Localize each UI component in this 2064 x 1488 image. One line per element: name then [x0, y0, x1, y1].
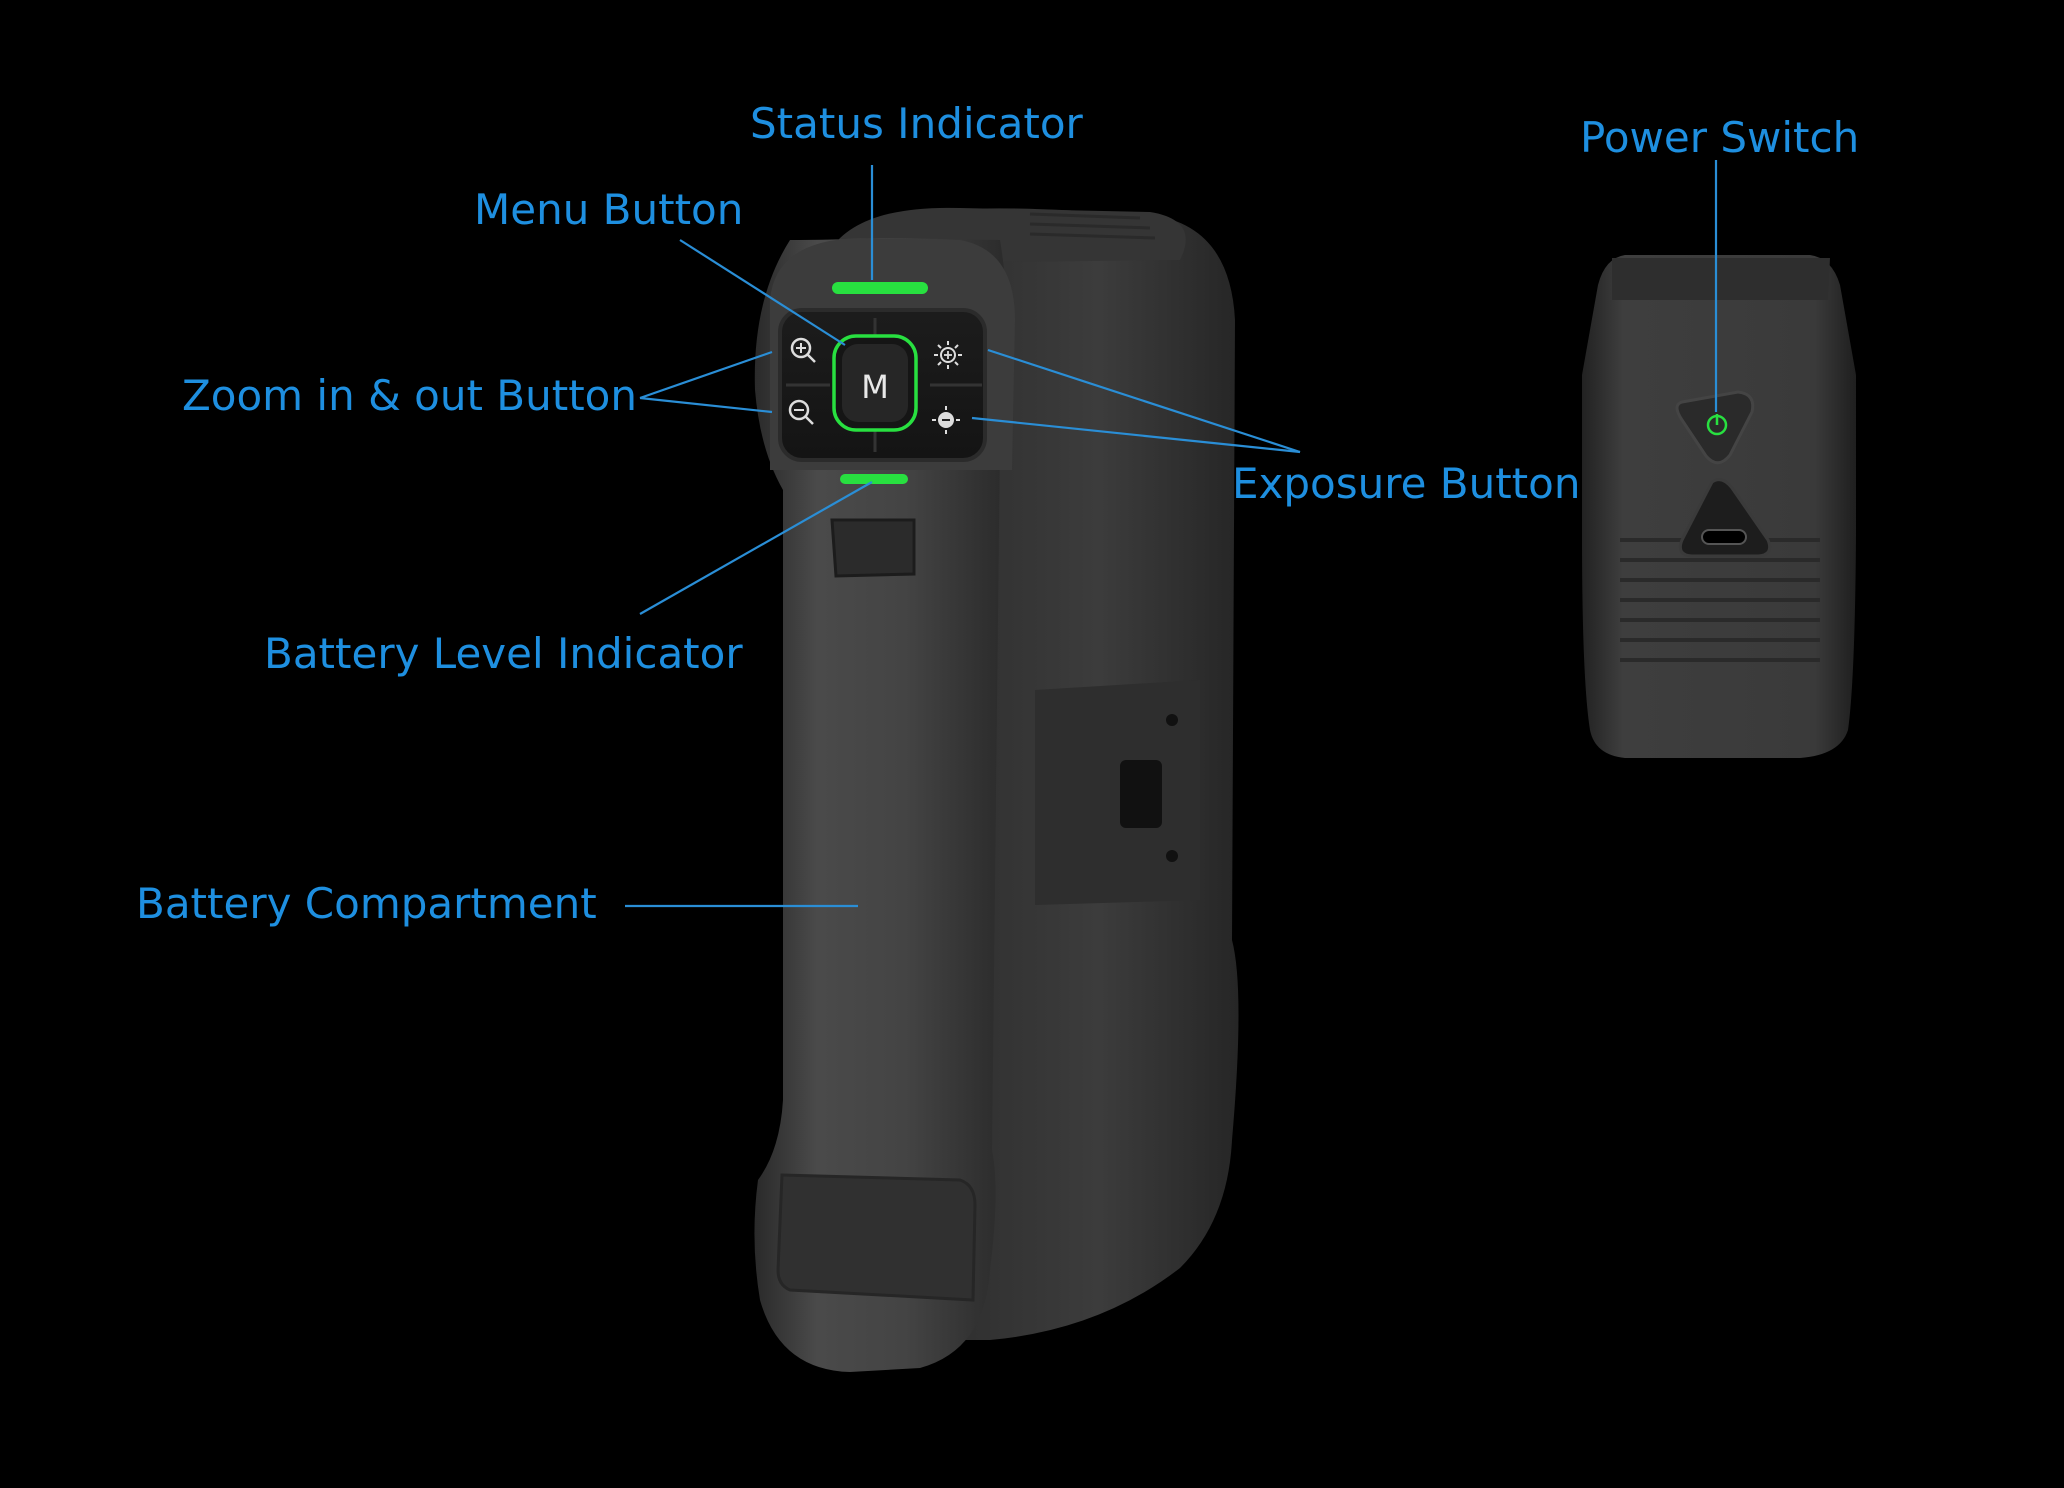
- menu-button[interactable]: M: [832, 334, 918, 432]
- bottom-pad: [776, 1173, 977, 1302]
- label-exposure-button: Exposure Button: [1232, 459, 1580, 508]
- battery-pack-rear: [1582, 255, 1856, 758]
- label-status-indicator: Status Indicator: [750, 99, 1084, 148]
- zoom-out-icon: [788, 399, 810, 421]
- leader-lines: [625, 160, 1718, 908]
- sun-icon: [934, 341, 962, 369]
- port-cover: [830, 518, 916, 578]
- leader-zoom-in: [639, 350, 773, 400]
- label-power-switch: Power Switch: [1580, 113, 1859, 162]
- exposure-up-button[interactable]: [934, 341, 962, 369]
- power-switch[interactable]: [1675, 390, 1755, 465]
- vent-lines: [1620, 538, 1820, 662]
- zoom-out-button[interactable]: [788, 399, 814, 425]
- device-front-grip: [754, 238, 1005, 1372]
- exposure-down-button[interactable]: [932, 406, 960, 434]
- leader-battery-level: [639, 481, 873, 615]
- charging-port: [1678, 478, 1772, 558]
- leader-menu-button: [679, 239, 846, 346]
- leader-exposure-down: [971, 416, 1301, 454]
- zoom-in-button[interactable]: [790, 337, 816, 363]
- zoom-in-icon: [790, 337, 812, 359]
- leader-exposure-up: [987, 348, 1301, 454]
- label-battery-level-indicator: Battery Level Indicator: [264, 629, 743, 678]
- leader-zoom-out: [639, 396, 773, 414]
- top-vent-grille: [1029, 212, 1156, 240]
- menu-button-label: M: [861, 368, 889, 406]
- handheld-device: M: [754, 207, 1239, 1372]
- battery-pack-top: [1612, 258, 1830, 300]
- slot-screw-bottom: [1166, 850, 1178, 862]
- label-zoom-button: Zoom in & out Button: [182, 371, 637, 420]
- battery-level-indicator-light: [840, 474, 908, 484]
- status-indicator-light: [832, 282, 928, 294]
- power-icon: [1706, 414, 1728, 436]
- battery-slot: [1035, 680, 1200, 905]
- callout-labels: Status Indicator Power Switch Menu Butto…: [136, 99, 1859, 928]
- label-battery-compartment: Battery Compartment: [136, 879, 597, 928]
- label-menu-button: Menu Button: [474, 185, 743, 234]
- slot-latch: [1120, 760, 1162, 828]
- slot-screw-top: [1166, 714, 1178, 726]
